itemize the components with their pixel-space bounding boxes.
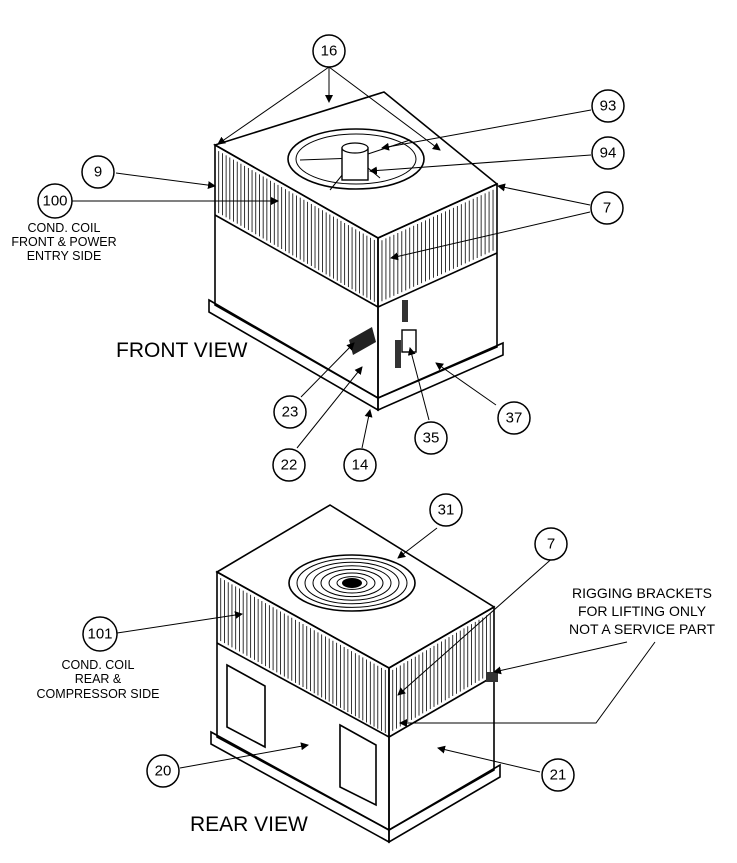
svg-text:35: 35: [423, 430, 440, 447]
svg-text:23: 23: [282, 404, 299, 421]
rear-coil-caption: COND. COIL REAR & COMPRESSOR SIDE: [37, 658, 160, 701]
svg-text:7: 7: [547, 536, 555, 553]
callout-31: 31: [429, 493, 463, 527]
rear-view-title: REAR VIEW: [190, 813, 308, 836]
svg-text:22: 22: [281, 457, 298, 474]
callout-14: 14: [343, 448, 377, 482]
svg-text:COND. COIL: COND. COIL: [28, 221, 101, 235]
callout-7-front: 7: [590, 191, 624, 225]
svg-text:COMPRESSOR SIDE: COMPRESSOR SIDE: [37, 687, 160, 701]
svg-text:16: 16: [321, 43, 338, 60]
svg-text:37: 37: [506, 410, 523, 427]
callout-100: 100: [37, 183, 73, 219]
svg-text:21: 21: [550, 767, 567, 784]
callout-94: 94: [591, 136, 625, 170]
callout-22: 22: [272, 448, 306, 482]
svg-text:100: 100: [42, 193, 67, 210]
callout-35: 35: [414, 421, 448, 455]
callout-9: 9: [81, 155, 115, 189]
svg-text:RIGGING BRACKETS: RIGGING BRACKETS: [572, 585, 712, 601]
svg-text:NOT A SERVICE PART: NOT A SERVICE PART: [569, 621, 715, 637]
svg-text:20: 20: [155, 763, 172, 780]
front-coil-caption: COND. COIL FRONT & POWER ENTRY SIDE: [11, 221, 116, 263]
callout-7-rear: 7: [534, 527, 568, 561]
svg-text:9: 9: [94, 164, 102, 181]
svg-text:REAR &: REAR &: [75, 672, 122, 686]
svg-text:101: 101: [87, 626, 112, 643]
svg-text:93: 93: [600, 98, 617, 115]
svg-text:COND. COIL: COND. COIL: [62, 658, 135, 672]
svg-text:31: 31: [438, 502, 455, 519]
svg-text:FRONT & POWER: FRONT & POWER: [11, 235, 116, 249]
callout-21: 21: [541, 758, 575, 792]
callout-23: 23: [273, 395, 307, 429]
rigging-caption: RIGGING BRACKETS FOR LIFTING ONLY NOT A …: [569, 585, 715, 637]
svg-text:7: 7: [603, 200, 611, 217]
svg-text:14: 14: [352, 457, 369, 474]
front-view-title: FRONT VIEW: [116, 339, 248, 362]
leader-lines: [72, 66, 656, 773]
callout-93: 93: [591, 89, 625, 123]
svg-text:ENTRY SIDE: ENTRY SIDE: [27, 249, 102, 263]
front-unit-drawing: [208, 91, 504, 412]
callout-16: 16: [312, 34, 346, 68]
svg-text:94: 94: [600, 145, 617, 162]
callout-20: 20: [146, 754, 180, 788]
callout-101: 101: [82, 616, 118, 652]
rear-unit-drawing: [210, 504, 501, 844]
callout-37: 37: [497, 401, 531, 435]
svg-text:FOR LIFTING ONLY: FOR LIFTING ONLY: [578, 603, 707, 619]
